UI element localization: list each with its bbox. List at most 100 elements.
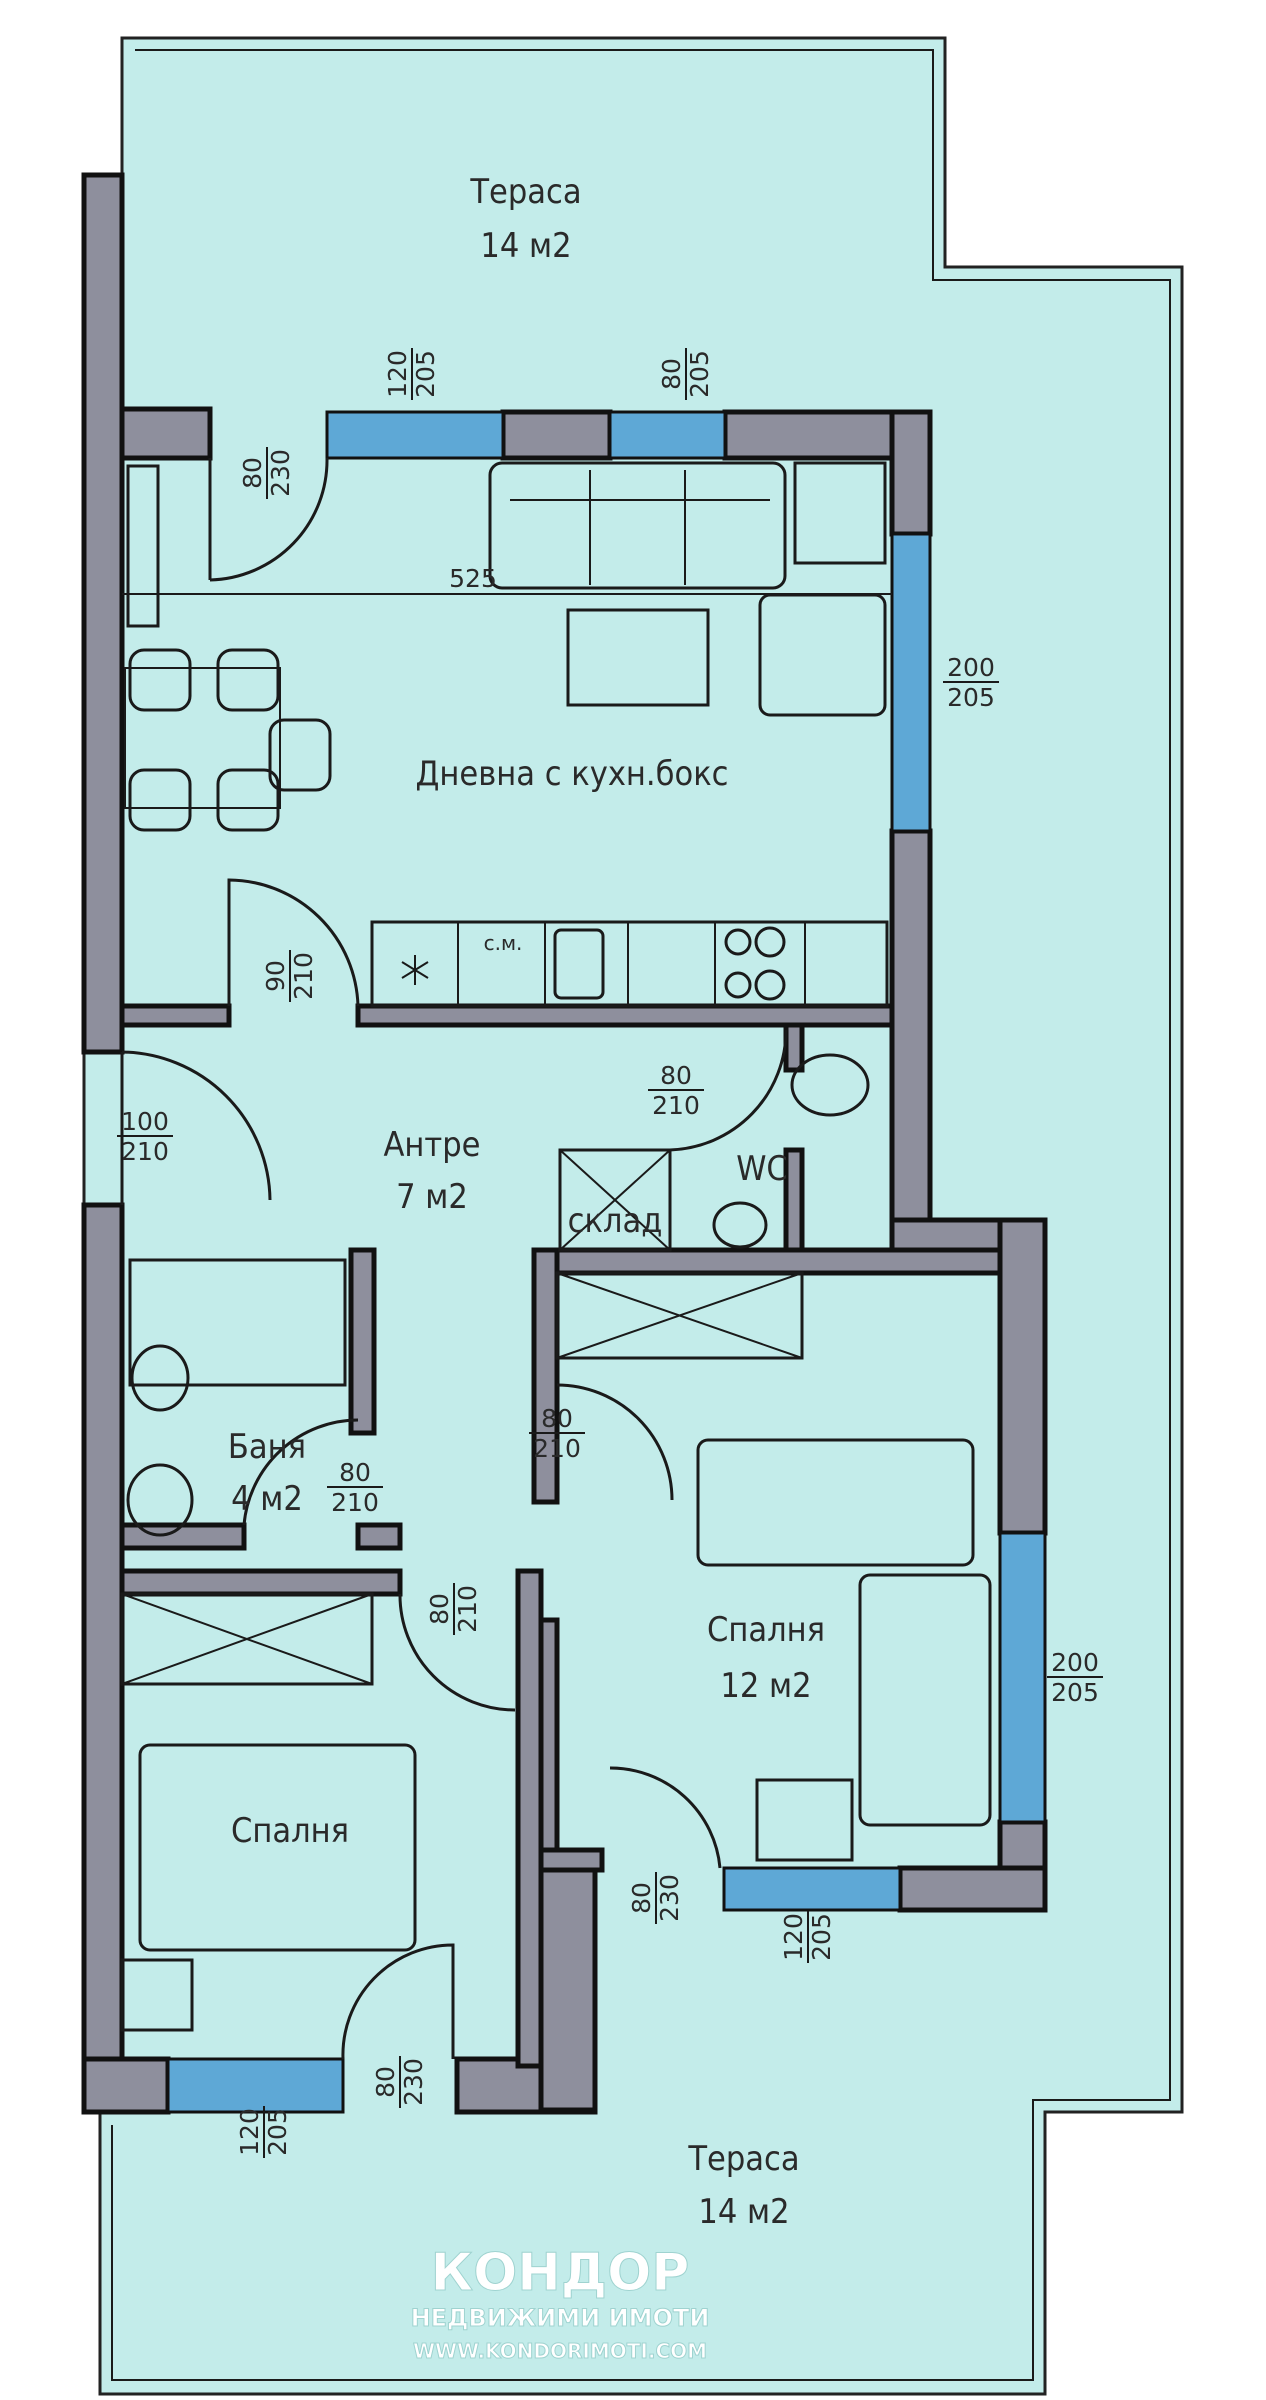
bathroom-name: Баня (228, 1427, 306, 1467)
walls (81, 172, 1048, 2115)
svg-text:205: 205 (263, 2108, 292, 2156)
svg-text:WWW.KONDORIMOTI.COM: WWW.KONDORIMOTI.COM (413, 2339, 707, 2363)
windows (166, 410, 1047, 2114)
wc-toilet (790, 1053, 870, 1117)
washbasin (126, 1463, 194, 1537)
terrace-door-top (208, 457, 329, 582)
furniture: с.м. (120, 461, 992, 2032)
storage-name: склад (568, 1201, 663, 1241)
hall-area: 7 м2 (396, 1177, 468, 1217)
wardrobe-right (555, 1271, 804, 1360)
bedroom-right-name: Спалня (707, 1610, 825, 1650)
washer-label: с.м. (484, 931, 523, 955)
svg-text:80: 80 (660, 1061, 692, 1090)
dining-table (124, 667, 281, 809)
svg-text:120: 120 (779, 1913, 808, 1961)
tv-stand (126, 464, 160, 628)
bedroom-right-door (556, 1383, 674, 1501)
svg-text:205: 205 (807, 1913, 836, 1961)
side-cabinet (793, 461, 887, 565)
svg-text:80: 80 (371, 2066, 400, 2098)
chair (128, 768, 192, 832)
coffee-table (566, 608, 710, 707)
terrace-railing (111, 49, 1171, 2381)
bedroom-left-terrace-door (341, 1943, 455, 2060)
svg-text:210: 210 (121, 1137, 169, 1166)
shower (128, 1258, 347, 1387)
terrace-bottom-name: Тераса (687, 2139, 799, 2179)
svg-text:200: 200 (1051, 1648, 1099, 1677)
living-door (227, 878, 360, 1007)
wardrobe-left (120, 1592, 374, 1686)
terrace-bottom-area: 14 м2 (698, 2192, 789, 2232)
chair (128, 648, 192, 712)
svg-text:80: 80 (339, 1458, 371, 1487)
hall-name: Антре (384, 1125, 481, 1165)
bed-right-1 (696, 1438, 975, 1567)
svg-text:80: 80 (627, 1882, 656, 1914)
chair (268, 718, 332, 792)
svg-text:80: 80 (657, 358, 686, 390)
svg-text:205: 205 (411, 350, 440, 398)
sink (553, 928, 605, 1000)
terrace-top-area: 14 м2 (480, 226, 571, 266)
entrance-door (120, 1050, 272, 1205)
svg-text:80: 80 (541, 1404, 573, 1433)
svg-text:230: 230 (266, 449, 295, 497)
svg-text:210: 210 (533, 1434, 581, 1463)
svg-text:200: 200 (947, 653, 995, 682)
chair (216, 768, 280, 832)
svg-text:80: 80 (425, 1593, 454, 1625)
fridge-icon (401, 955, 429, 985)
room-labels: Тераса 14 м2 Дневна с кухн.бокс 525 Антр… (122, 172, 892, 2232)
bed-right-2 (858, 1573, 992, 1827)
wc-name: WC (736, 1149, 788, 1189)
svg-text:КОНДОР: КОНДОР (431, 2243, 690, 2303)
bathroom-door (242, 1418, 359, 1526)
svg-text:210: 210 (331, 1488, 379, 1517)
chair (216, 648, 280, 712)
wc-basin (712, 1201, 768, 1249)
svg-text:210: 210 (289, 952, 318, 1000)
desk (755, 1778, 854, 1862)
svg-text:230: 230 (399, 2058, 428, 2106)
svg-text:205: 205 (947, 683, 995, 712)
svg-text:120: 120 (235, 2108, 264, 2156)
svg-text:210: 210 (453, 1585, 482, 1633)
svg-text:НЕДВИЖИМИ ИМОТИ: НЕДВИЖИМИ ИМОТИ (411, 2304, 710, 2332)
terrace-top-name: Тераса (469, 172, 581, 212)
kitchen-counter (370, 920, 889, 1008)
svg-text:205: 205 (685, 350, 714, 398)
svg-text:210: 210 (652, 1091, 700, 1120)
svg-text:120: 120 (383, 350, 412, 398)
bedroom-left-door (398, 1593, 516, 1712)
svg-text:80: 80 (238, 457, 267, 489)
bedroom-left-name: Спалня (231, 1811, 349, 1851)
svg-text:90: 90 (261, 960, 290, 992)
bedroom-right-terrace-door (609, 1766, 722, 1869)
sofa (488, 461, 787, 590)
watermark-logo: КОНДОР НЕДВИЖИМИ ИМОТИ WWW.KONDORIMOTI.C… (410, 2243, 710, 2364)
toilet (130, 1344, 190, 1412)
storage-box (558, 1148, 672, 1252)
bedroom-right-area: 12 м2 (720, 1666, 811, 1706)
doors (120, 457, 788, 2060)
bed-left (138, 1743, 417, 1952)
nightstand (120, 1958, 194, 2032)
living-dimension: 525 (449, 564, 497, 593)
svg-text:205: 205 (1051, 1678, 1099, 1707)
